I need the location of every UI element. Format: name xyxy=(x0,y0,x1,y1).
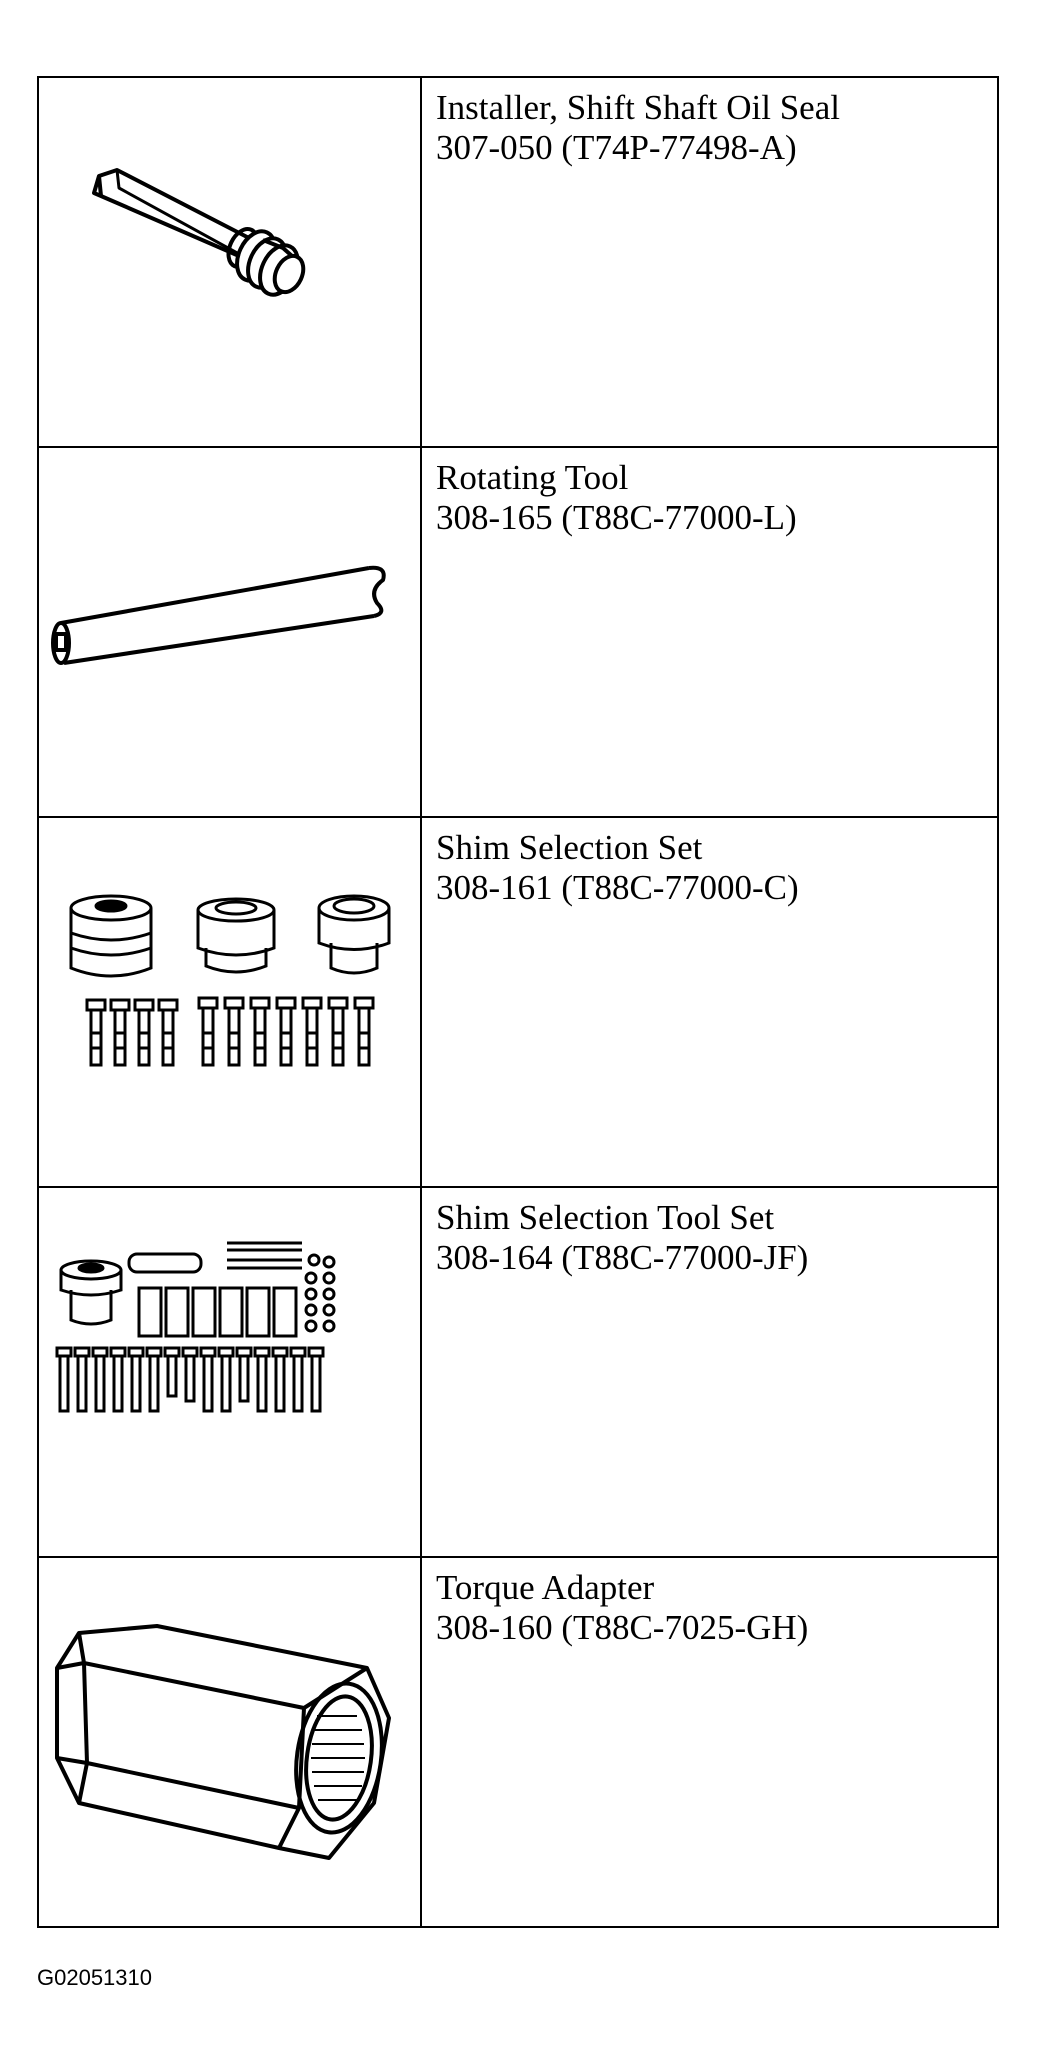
tool-illustration-cell xyxy=(37,816,422,1188)
bolt-group xyxy=(85,996,375,1067)
tool-description-cell: Torque Adapter 308-160 (T88C-7025-GH) xyxy=(420,1556,999,1928)
tool-illustration-cell xyxy=(37,1556,422,1928)
special-tools-table: Installer, Shift Shaft Oil Seal 307-050 … xyxy=(37,76,999,1928)
tool-name: Shim Selection Tool Set xyxy=(436,1198,775,1237)
tool-part-number: 308-164 (T88C-77000-JF) xyxy=(436,1238,809,1277)
tool-row: Shim Selection Tool Set 308-164 (T88C-77… xyxy=(37,1186,999,1558)
shim-selection-set-icon xyxy=(69,894,391,1067)
tool-description-cell: Shim Selection Set 308-161 (T88C-77000-C… xyxy=(420,816,999,1188)
rotating-tool-icon xyxy=(51,565,386,665)
tool-description-cell: Shim Selection Tool Set 308-164 (T88C-77… xyxy=(420,1186,999,1558)
tool-illustration-cell xyxy=(37,446,422,818)
tool-illustration-cell xyxy=(37,1186,422,1558)
torque-adapter-icon xyxy=(55,1624,391,1860)
tool-name: Torque Adapter xyxy=(436,1568,655,1607)
tool-description-cell: Installer, Shift Shaft Oil Seal 307-050 … xyxy=(420,76,999,448)
seal-installer-icon xyxy=(92,168,306,297)
tool-description-cell: Rotating Tool 308-165 (T88C-77000-L) xyxy=(420,446,999,818)
shim-selection-tool-set-icon xyxy=(55,1241,336,1413)
tool-name: Shim Selection Set xyxy=(436,828,703,867)
tool-name: Installer, Shift Shaft Oil Seal xyxy=(436,88,840,127)
tool-part-number: 308-165 (T88C-77000-L) xyxy=(436,498,797,537)
tool-illustration-cell xyxy=(37,76,422,448)
tool-part-number: 308-161 (T88C-77000-C) xyxy=(436,868,799,907)
tool-row: Rotating Tool 308-165 (T88C-77000-L) xyxy=(37,446,999,818)
tool-part-number: 308-160 (T88C-7025-GH) xyxy=(436,1608,809,1647)
tool-row: Installer, Shift Shaft Oil Seal 307-050 … xyxy=(37,76,999,448)
tool-name: Rotating Tool xyxy=(436,458,629,497)
tool-row: Shim Selection Set 308-161 (T88C-77000-C… xyxy=(37,816,999,1188)
figure-id: G02051310 xyxy=(37,1965,152,1990)
tool-part-number: 307-050 (T74P-77498-A) xyxy=(436,128,797,167)
tool-row: Torque Adapter 308-160 (T88C-7025-GH) xyxy=(37,1556,999,1928)
